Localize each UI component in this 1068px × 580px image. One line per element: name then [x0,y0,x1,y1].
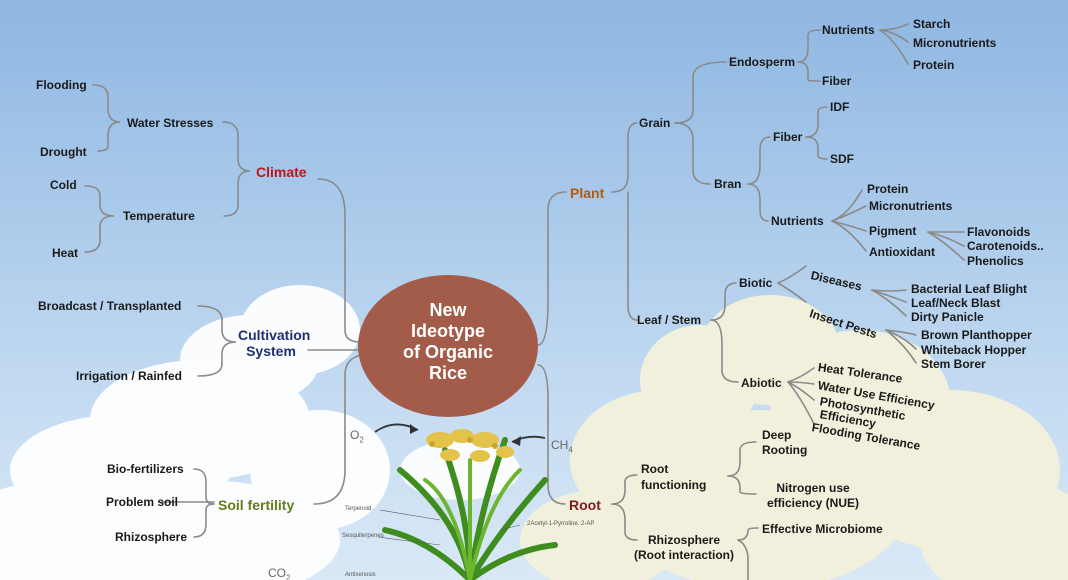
node-drought: Drought [40,145,87,159]
node-broadcast-transplanted: Broadcast / Transplanted [38,299,182,313]
node-pigment: Pigment [869,224,917,238]
node-idf: IDF [830,100,850,114]
node-problem-soil: Problem soil [106,495,179,509]
rice-plant [382,429,558,580]
node-bran-nutrients: Nutrients [771,214,824,228]
node-leaf-neck-blast: Leaf/Neck Blast [911,296,1001,310]
gas-co2: CO2 [268,566,291,580]
central-title: New Ideotype of Organic Rice [402,300,493,383]
gas-ch4: CH4 [551,438,573,455]
node-endosperm-nutrients: Nutrients [822,23,875,37]
node-root: Root [569,497,601,513]
node-bran-fiber: Fiber [773,130,803,144]
node-bio-fertilizers: Bio-fertilizers [107,462,184,476]
node-flavonoids: Flavonoids [967,225,1031,239]
node-endosperm-fiber: Fiber [822,74,852,88]
node-cold: Cold [50,178,77,192]
node-leaf-stem: Leaf / Stem [637,313,702,327]
node-micronutrients-endosperm: Micronutrients [913,36,997,50]
node-endosperm: Endosperm [729,55,796,69]
node-micronutrients-bran: Micronutrients [869,199,953,213]
node-cultivation-system: Cultivation System [238,327,311,359]
node-antioxidant: Antioxidant [869,245,935,259]
node-nitrogen-use-efficiency: Nitrogen use efficiency (NUE) [766,481,860,510]
node-root-functioning: Root functioning [641,462,707,492]
compound-antixenosis: Antixenosis [345,572,376,578]
gas-o2: O2 [350,428,364,445]
node-grain: Grain [639,116,671,130]
compound-sesquiterpenes: Sesquiterpenes [342,533,384,539]
node-stem-borer: Stem Borer [921,357,986,371]
node-dirty-panicle: Dirty Panicle [911,310,984,324]
central-hub [358,275,538,417]
node-starch: Starch [913,17,951,31]
compound-terpenoid: Terpenoid [345,506,372,512]
node-biotic: Biotic [739,276,773,290]
node-protein-endosperm: Protein [913,58,955,72]
node-irrigation-rainfed: Irrigation / Rainfed [76,369,183,383]
cloud-left [0,285,390,580]
node-heat: Heat [52,246,79,260]
node-water-stresses: Water Stresses [127,116,214,130]
node-rhizosphere-root: Rhizosphere (Root interaction) [634,533,734,562]
node-brown-planthopper: Brown Planthopper [921,328,1032,342]
node-carotenoids: Carotenoids.. [967,239,1044,253]
node-phenolics: Phenolics [967,254,1024,268]
node-flooding: Flooding [36,78,87,92]
compound-2ap: 2Acetyl-1-Pyrroline, 2-AP [527,521,595,527]
node-whiteback-hopper: Whiteback Hopper [921,343,1027,357]
node-rhizosphere-soil: Rhizosphere [115,530,188,544]
node-bran: Bran [714,177,742,191]
node-bacterial-leaf-blight: Bacterial Leaf Blight [911,282,1028,296]
node-soil-fertility: Soil fertility [218,497,295,513]
node-temperature: Temperature [123,209,195,223]
cloud-right [520,295,1068,580]
node-effective-microbiome: Effective Microbiome [762,522,883,536]
node-deep-rooting: Deep Rooting [762,428,808,457]
node-climate: Climate [256,164,307,180]
node-protein-bran: Protein [867,182,909,196]
node-plant: Plant [570,185,605,201]
compound-pointers [377,509,521,546]
node-abiotic: Abiotic [741,376,782,390]
node-sdf: SDF [830,152,854,166]
